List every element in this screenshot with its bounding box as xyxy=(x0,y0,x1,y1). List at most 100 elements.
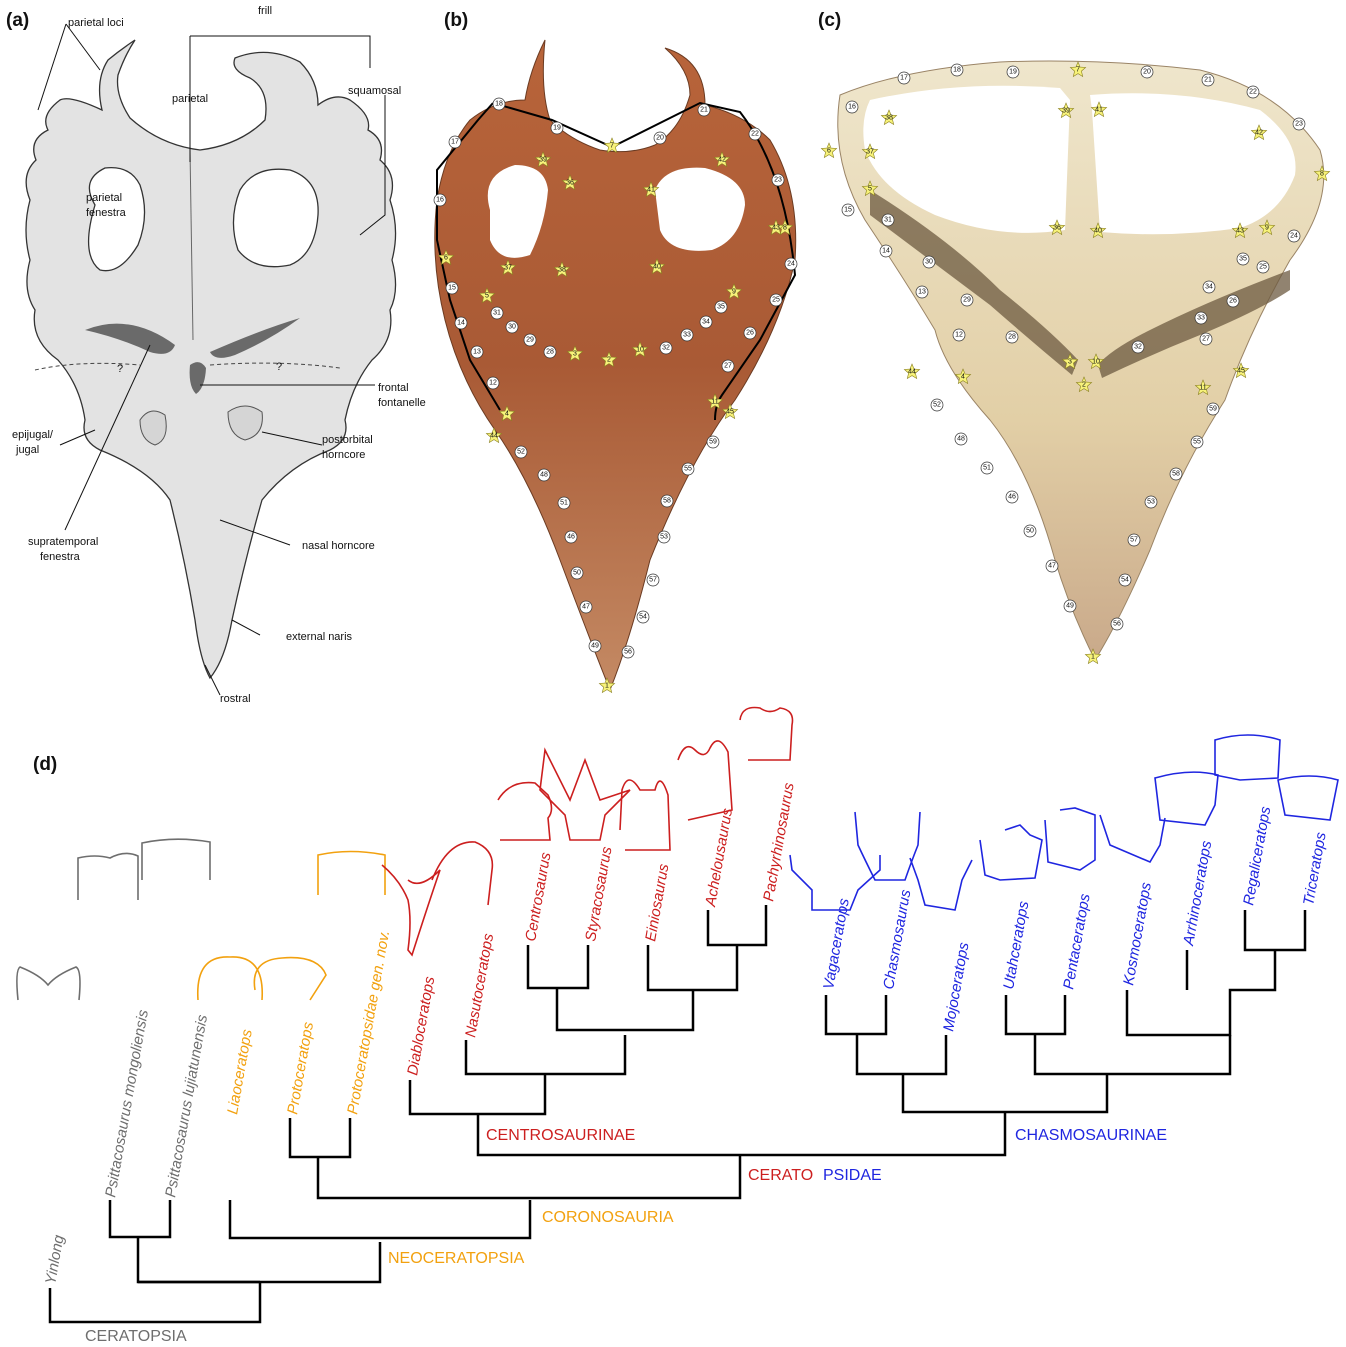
annotation-nasal-horncore: nasal horncore xyxy=(302,540,375,552)
taxon-label-triceratops: Triceratops xyxy=(1300,830,1330,906)
landmark-label-22: 22 xyxy=(751,131,759,138)
landmark-label-19: 19 xyxy=(1009,69,1017,76)
landmark-label-28: 28 xyxy=(546,349,554,356)
taxon-label-einiosaurus: Einiosaurus xyxy=(642,862,672,943)
frill-icon-pachyrhinosaurus xyxy=(740,708,793,761)
landmark-label-46: 46 xyxy=(1008,494,1016,501)
panel-a: (a) ? ? xyxy=(6,5,426,705)
frill-icon-liaoceratops xyxy=(198,957,262,1000)
landmark-label-40: 40 xyxy=(1094,228,1102,235)
landmark-label-26: 26 xyxy=(1229,298,1237,305)
landmark-label-13: 13 xyxy=(473,349,481,356)
landmark-label-21: 21 xyxy=(700,107,708,114)
taxon-label-utahceratops: Utahceratops xyxy=(1000,899,1032,990)
landmark-label-27: 27 xyxy=(724,363,732,370)
landmark-label-46: 46 xyxy=(567,534,575,541)
landmark-label-10: 10 xyxy=(1092,359,1100,366)
landmark-label-47: 47 xyxy=(1048,563,1056,570)
frill-icon-nasutoceratops xyxy=(432,842,492,905)
landmark-label-43: 43 xyxy=(772,225,780,232)
landmark-label-42: 42 xyxy=(718,157,726,164)
landmark-label-33: 33 xyxy=(683,332,691,339)
landmark-label-47: 47 xyxy=(582,604,590,611)
landmark-label-18: 18 xyxy=(495,101,503,108)
landmark-label-1: 1 xyxy=(605,683,609,690)
taxon-label-chasmosaurus: Chasmosaurus xyxy=(880,888,914,991)
landmark-label-2: 2 xyxy=(1082,382,1086,389)
landmark-label-13: 13 xyxy=(918,289,926,296)
landmark-label-45: 45 xyxy=(1237,368,1245,375)
frill-icon-mojoceratops xyxy=(910,858,972,910)
taxon-label-yinlong: Yinlong xyxy=(42,1233,67,1286)
frill-icon-regaliceratops xyxy=(1215,735,1280,780)
landmark-label-4: 4 xyxy=(505,411,509,418)
landmark-label-8: 8 xyxy=(1320,171,1324,178)
panel-label-b: (b) xyxy=(444,10,468,31)
landmark-label-39: 39 xyxy=(539,157,547,164)
landmark-label-17: 17 xyxy=(451,139,459,146)
landmark-label-4: 4 xyxy=(961,374,965,381)
skull-outline-drawing xyxy=(26,40,396,678)
frill-icon-triceratops xyxy=(1278,776,1338,820)
landmark-label-18: 18 xyxy=(953,67,961,74)
frill-icon-styracosaurus xyxy=(540,750,630,840)
annotation-frill: frill xyxy=(258,5,272,17)
taxon-label-pachyrhinosaurus: Pachyrhinosaurus xyxy=(760,781,798,903)
landmark-label-36: 36 xyxy=(566,180,574,187)
landmark-label-29: 29 xyxy=(963,297,971,304)
annotation-parietal-fenestra-1: parietal xyxy=(86,192,122,204)
landmark-label-45: 45 xyxy=(726,409,734,416)
frill-icon-protoceratopsidae xyxy=(318,852,385,896)
landmark-label-32: 32 xyxy=(1134,344,1142,351)
clade-ceratopsidae-b: PSIDAE xyxy=(823,1167,882,1184)
frill-icon-psittacosaurus-l xyxy=(142,839,210,880)
annotation-rostral: rostral xyxy=(220,693,251,705)
panel-d: (d) xyxy=(17,708,1338,1346)
landmark-label-31: 31 xyxy=(493,310,501,317)
landmark-label-24: 24 xyxy=(1290,233,1298,240)
landmark-label-25: 25 xyxy=(772,297,780,304)
landmark-label-43: 43 xyxy=(1236,228,1244,235)
landmark-label-44: 44 xyxy=(908,369,916,376)
landmark-label-52: 52 xyxy=(933,402,941,409)
landmark-label-5: 5 xyxy=(485,293,489,300)
landmark-label-38: 38 xyxy=(558,267,566,274)
landmark-label-24: 24 xyxy=(787,261,795,268)
frill-icon-psittacosaurus-m xyxy=(78,853,138,900)
panel-label-c: (c) xyxy=(818,10,841,31)
landmark-label-36: 36 xyxy=(1053,225,1061,232)
taxon-label-psittacosaurus-lujiatunensis: Psittacosaurus lujiatunensis xyxy=(162,1013,211,1199)
landmark-label-11: 11 xyxy=(711,399,718,406)
landmark-label-54: 54 xyxy=(639,614,647,621)
landmark-label-31: 31 xyxy=(884,217,892,224)
landmark-label-23: 23 xyxy=(1295,121,1303,128)
panel-label-d: (d) xyxy=(33,754,57,775)
landmark-label-50: 50 xyxy=(573,570,581,577)
landmark-label-15: 15 xyxy=(448,285,456,292)
landmark-label-28: 28 xyxy=(1008,334,1016,341)
landmark-label-25: 25 xyxy=(1259,264,1267,271)
landmark-label-1: 1 xyxy=(1091,654,1095,661)
taxon-label-liaoceratops: Liaoceratops xyxy=(224,1028,256,1116)
landmark-label-50: 50 xyxy=(1026,528,1034,535)
landmark-label-32: 32 xyxy=(662,345,670,352)
annotation-epijugal-2: jugal xyxy=(15,444,39,456)
frill-icon-arrhinoceratops xyxy=(1155,772,1218,825)
landmark-label-52: 52 xyxy=(517,449,525,456)
annotation-parietal: parietal xyxy=(172,93,208,105)
qmark-right: ? xyxy=(276,361,282,373)
clade-centrosaurinae: CENTROSAURINAE xyxy=(486,1127,635,1144)
taxon-label-diabloceratops: Diabloceratops xyxy=(404,975,438,1077)
annotation-external-naris: external naris xyxy=(286,631,353,643)
landmark-label-15: 15 xyxy=(844,207,852,214)
parietal-fenestra-right xyxy=(233,169,318,267)
landmark-label-53: 53 xyxy=(1147,499,1155,506)
landmark-label-3: 3 xyxy=(573,351,577,358)
landmark-label-26: 26 xyxy=(746,330,754,337)
annotation-parietal-loci: parietal loci xyxy=(68,17,124,29)
landmark-label-41: 41 xyxy=(647,187,655,194)
annotation-postorbital-1: postorbital xyxy=(322,434,373,446)
panel-b: (b) 123456789101112131415161718192021222… xyxy=(434,10,797,693)
clade-ceratopsidae-a: CERATO xyxy=(748,1167,813,1184)
